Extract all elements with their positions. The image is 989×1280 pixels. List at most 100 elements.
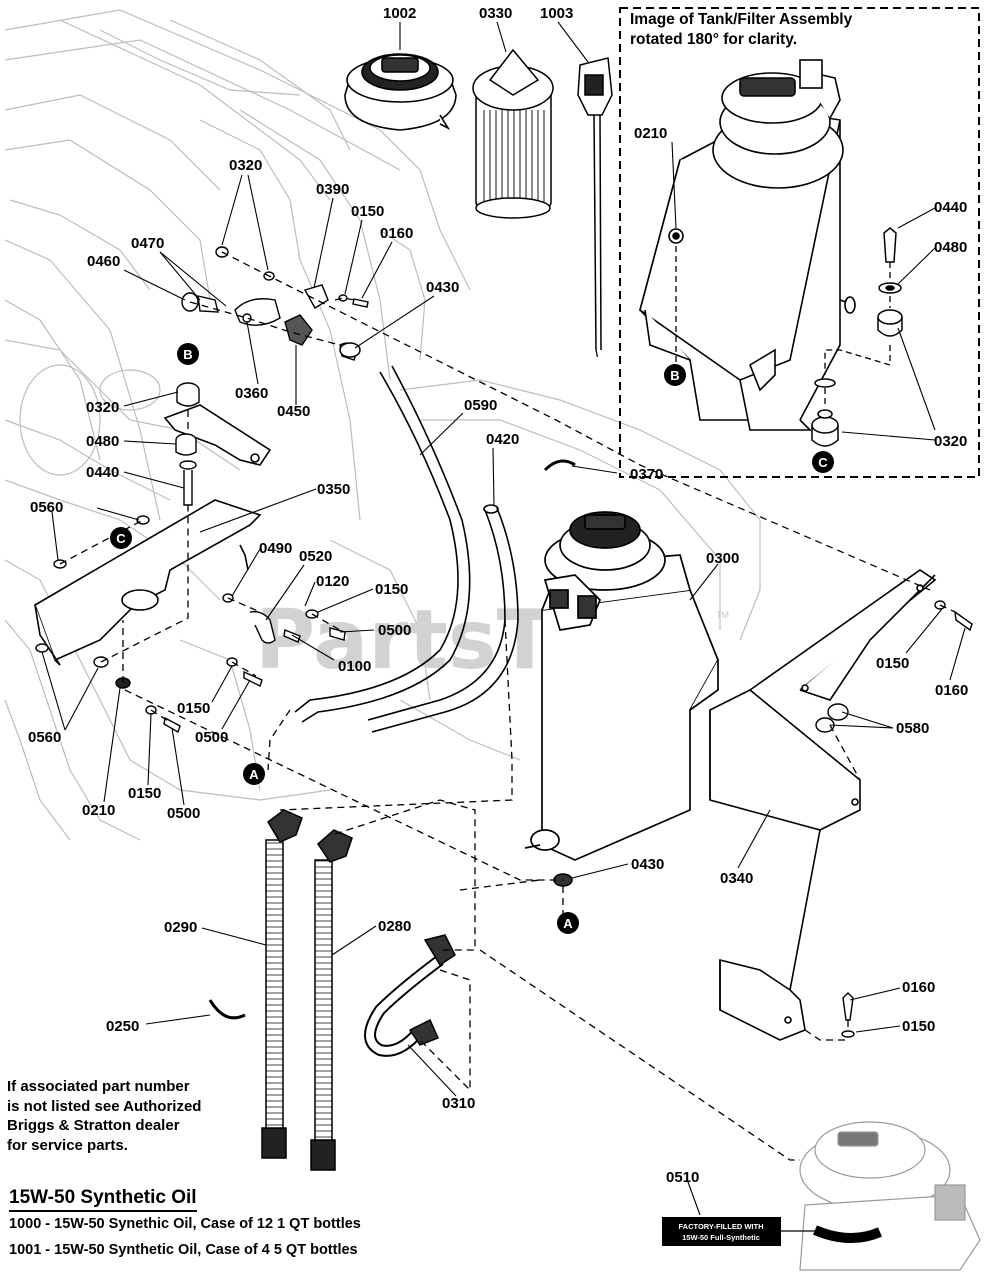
callout-0320-top: 0320 <box>229 157 262 174</box>
callout-0580: 0580 <box>896 720 929 737</box>
hose-clamp-0430 <box>339 342 576 887</box>
callout-0320-left: 0320 <box>86 399 119 416</box>
inset-border <box>619 7 980 478</box>
clamp-0250 <box>208 999 246 1020</box>
callout-0360: 0360 <box>235 385 268 402</box>
inset-hardware <box>811 227 903 447</box>
sticker-label <box>662 1217 781 1246</box>
callout-0510: 0510 <box>666 1169 699 1186</box>
callout-1002: 1002 <box>383 5 416 22</box>
callout-0560-bottom: 0560 <box>28 729 61 746</box>
dealer-note-line1: If associated part number <box>7 1078 190 1095</box>
callout-0150-bottom: 0150 <box>128 785 161 802</box>
inset-caption-line1: Image of Tank/Filter Assembly <box>630 11 853 28</box>
marker-a-left <box>243 763 265 785</box>
callout-0480-inset: 0480 <box>934 239 967 256</box>
bracket-0350 <box>34 404 272 666</box>
marker-a-right-label: A <box>563 916 573 931</box>
callout-0440-left: 0440 <box>86 464 119 481</box>
callout-0450: 0450 <box>277 403 310 420</box>
callout-0520: 0520 <box>299 548 332 565</box>
oil-item-1000: 1000 - 15W-50 Synethic Oil, Case of 12 1… <box>9 1216 361 1232</box>
marker-b-left-label: B <box>183 347 192 362</box>
callout-0500-mid: 0500 <box>378 622 411 639</box>
inset-caption-line2: rotated 180° for clarity. <box>630 31 797 48</box>
upper-fittings <box>181 246 369 361</box>
marker-b-left <box>177 343 199 365</box>
dealer-note-line2: is not listed see Authorized <box>7 1097 202 1115</box>
callout-0470: 0470 <box>131 235 164 252</box>
callout-0590: 0590 <box>464 397 497 414</box>
watermark-tm: TM <box>716 610 729 620</box>
callout-0150-right: 0150 <box>876 655 909 672</box>
callout-0350: 0350 <box>317 481 350 498</box>
marker-c-left-label: C <box>116 531 126 546</box>
sticker-line1: FACTORY-FILLED WITH <box>679 1222 764 1231</box>
sticker-line2: 15W-50 Full-Synthetic <box>682 1233 760 1242</box>
callout-0500-bottom: 0500 <box>167 805 200 822</box>
callout-0320-inset: 0320 <box>934 433 967 450</box>
oil-section-title: 15W-50 Synthetic Oil <box>9 1187 197 1212</box>
callout-0150-top: 0150 <box>351 203 384 220</box>
marker-b-inset <box>664 364 686 386</box>
fill-cap-1002 <box>344 53 457 131</box>
callout-0390: 0390 <box>316 181 349 198</box>
callout-0560-top: 0560 <box>30 499 63 516</box>
dealer-note-line4: for service parts. <box>7 1136 128 1154</box>
marker-b-inset-label: B <box>670 368 679 383</box>
callout-0160-bottom-right: 0160 <box>902 979 935 996</box>
marker-a-left-label: A <box>249 767 259 782</box>
marker-c-inset-label: C <box>818 455 828 470</box>
bracket-0340 <box>709 569 937 1041</box>
marker-c-left <box>110 527 132 549</box>
mower-frame-background <box>4 9 761 841</box>
callout-0120: 0120 <box>316 573 349 590</box>
callout-0300: 0300 <box>706 550 739 567</box>
filter-element-0330 <box>472 48 554 219</box>
hose-0280 <box>310 829 353 1171</box>
callout-0330: 0330 <box>479 5 512 22</box>
oil-tank-0300 <box>524 511 719 861</box>
callout-labels: 1002 0330 1003 0320 0390 0150 0160 0470 … <box>28 5 968 1186</box>
dipstick-1003 <box>577 57 613 351</box>
callout-0440-inset: 0440 <box>934 199 967 216</box>
hose-0290 <box>261 809 303 1159</box>
left-hardware <box>35 382 346 734</box>
callout-0150-bottom-right: 0150 <box>902 1018 935 1035</box>
marker-a-right <box>557 912 579 934</box>
callout-0160-top: 0160 <box>380 225 413 242</box>
callout-0430-top: 0430 <box>426 279 459 296</box>
callout-0280: 0280 <box>378 918 411 935</box>
dealer-note: If associated part number is not listed … <box>7 1077 237 1155</box>
sticker-detail-0510 <box>799 1121 981 1271</box>
callout-0340: 0340 <box>720 870 753 887</box>
dealer-note-line3: Briggs & Stratton dealer <box>7 1117 180 1134</box>
callout-0480-left: 0480 <box>86 433 119 450</box>
callout-0160-right: 0160 <box>935 682 968 699</box>
oil-item-1001: 1001 - 15W-50 Synthetic Oil, Case of 4 5… <box>9 1242 358 1258</box>
callout-0500-lower: 0500 <box>195 729 228 746</box>
callout-0150-mid: 0150 <box>375 581 408 598</box>
callout-0150-lower: 0150 <box>177 700 210 717</box>
callout-0370: 0370 <box>630 466 663 483</box>
callout-0210-bottom: 0210 <box>82 802 115 819</box>
hose-0590 <box>294 365 471 723</box>
callout-0310: 0310 <box>442 1095 475 1112</box>
callout-0250: 0250 <box>106 1018 139 1035</box>
callout-0420: 0420 <box>486 431 519 448</box>
assembly-dashed-lines <box>59 251 956 1161</box>
marker-c-inset <box>812 451 834 473</box>
inset-tank-assembly <box>639 59 856 431</box>
callout-0460: 0460 <box>87 253 120 270</box>
callout-0490: 0490 <box>259 540 292 557</box>
callout-0210-inset: 0210 <box>634 125 667 142</box>
reference-markers: B C A A B C <box>110 343 834 934</box>
inset-dashed-leaders <box>675 246 891 405</box>
callout-0290: 0290 <box>164 919 197 936</box>
callout-0100: 0100 <box>338 658 371 675</box>
callout-1003: 1003 <box>540 5 573 22</box>
callout-leaders <box>41 21 966 1216</box>
callout-0430-bottom: 0430 <box>631 856 664 873</box>
hose-0310 <box>364 934 456 1057</box>
